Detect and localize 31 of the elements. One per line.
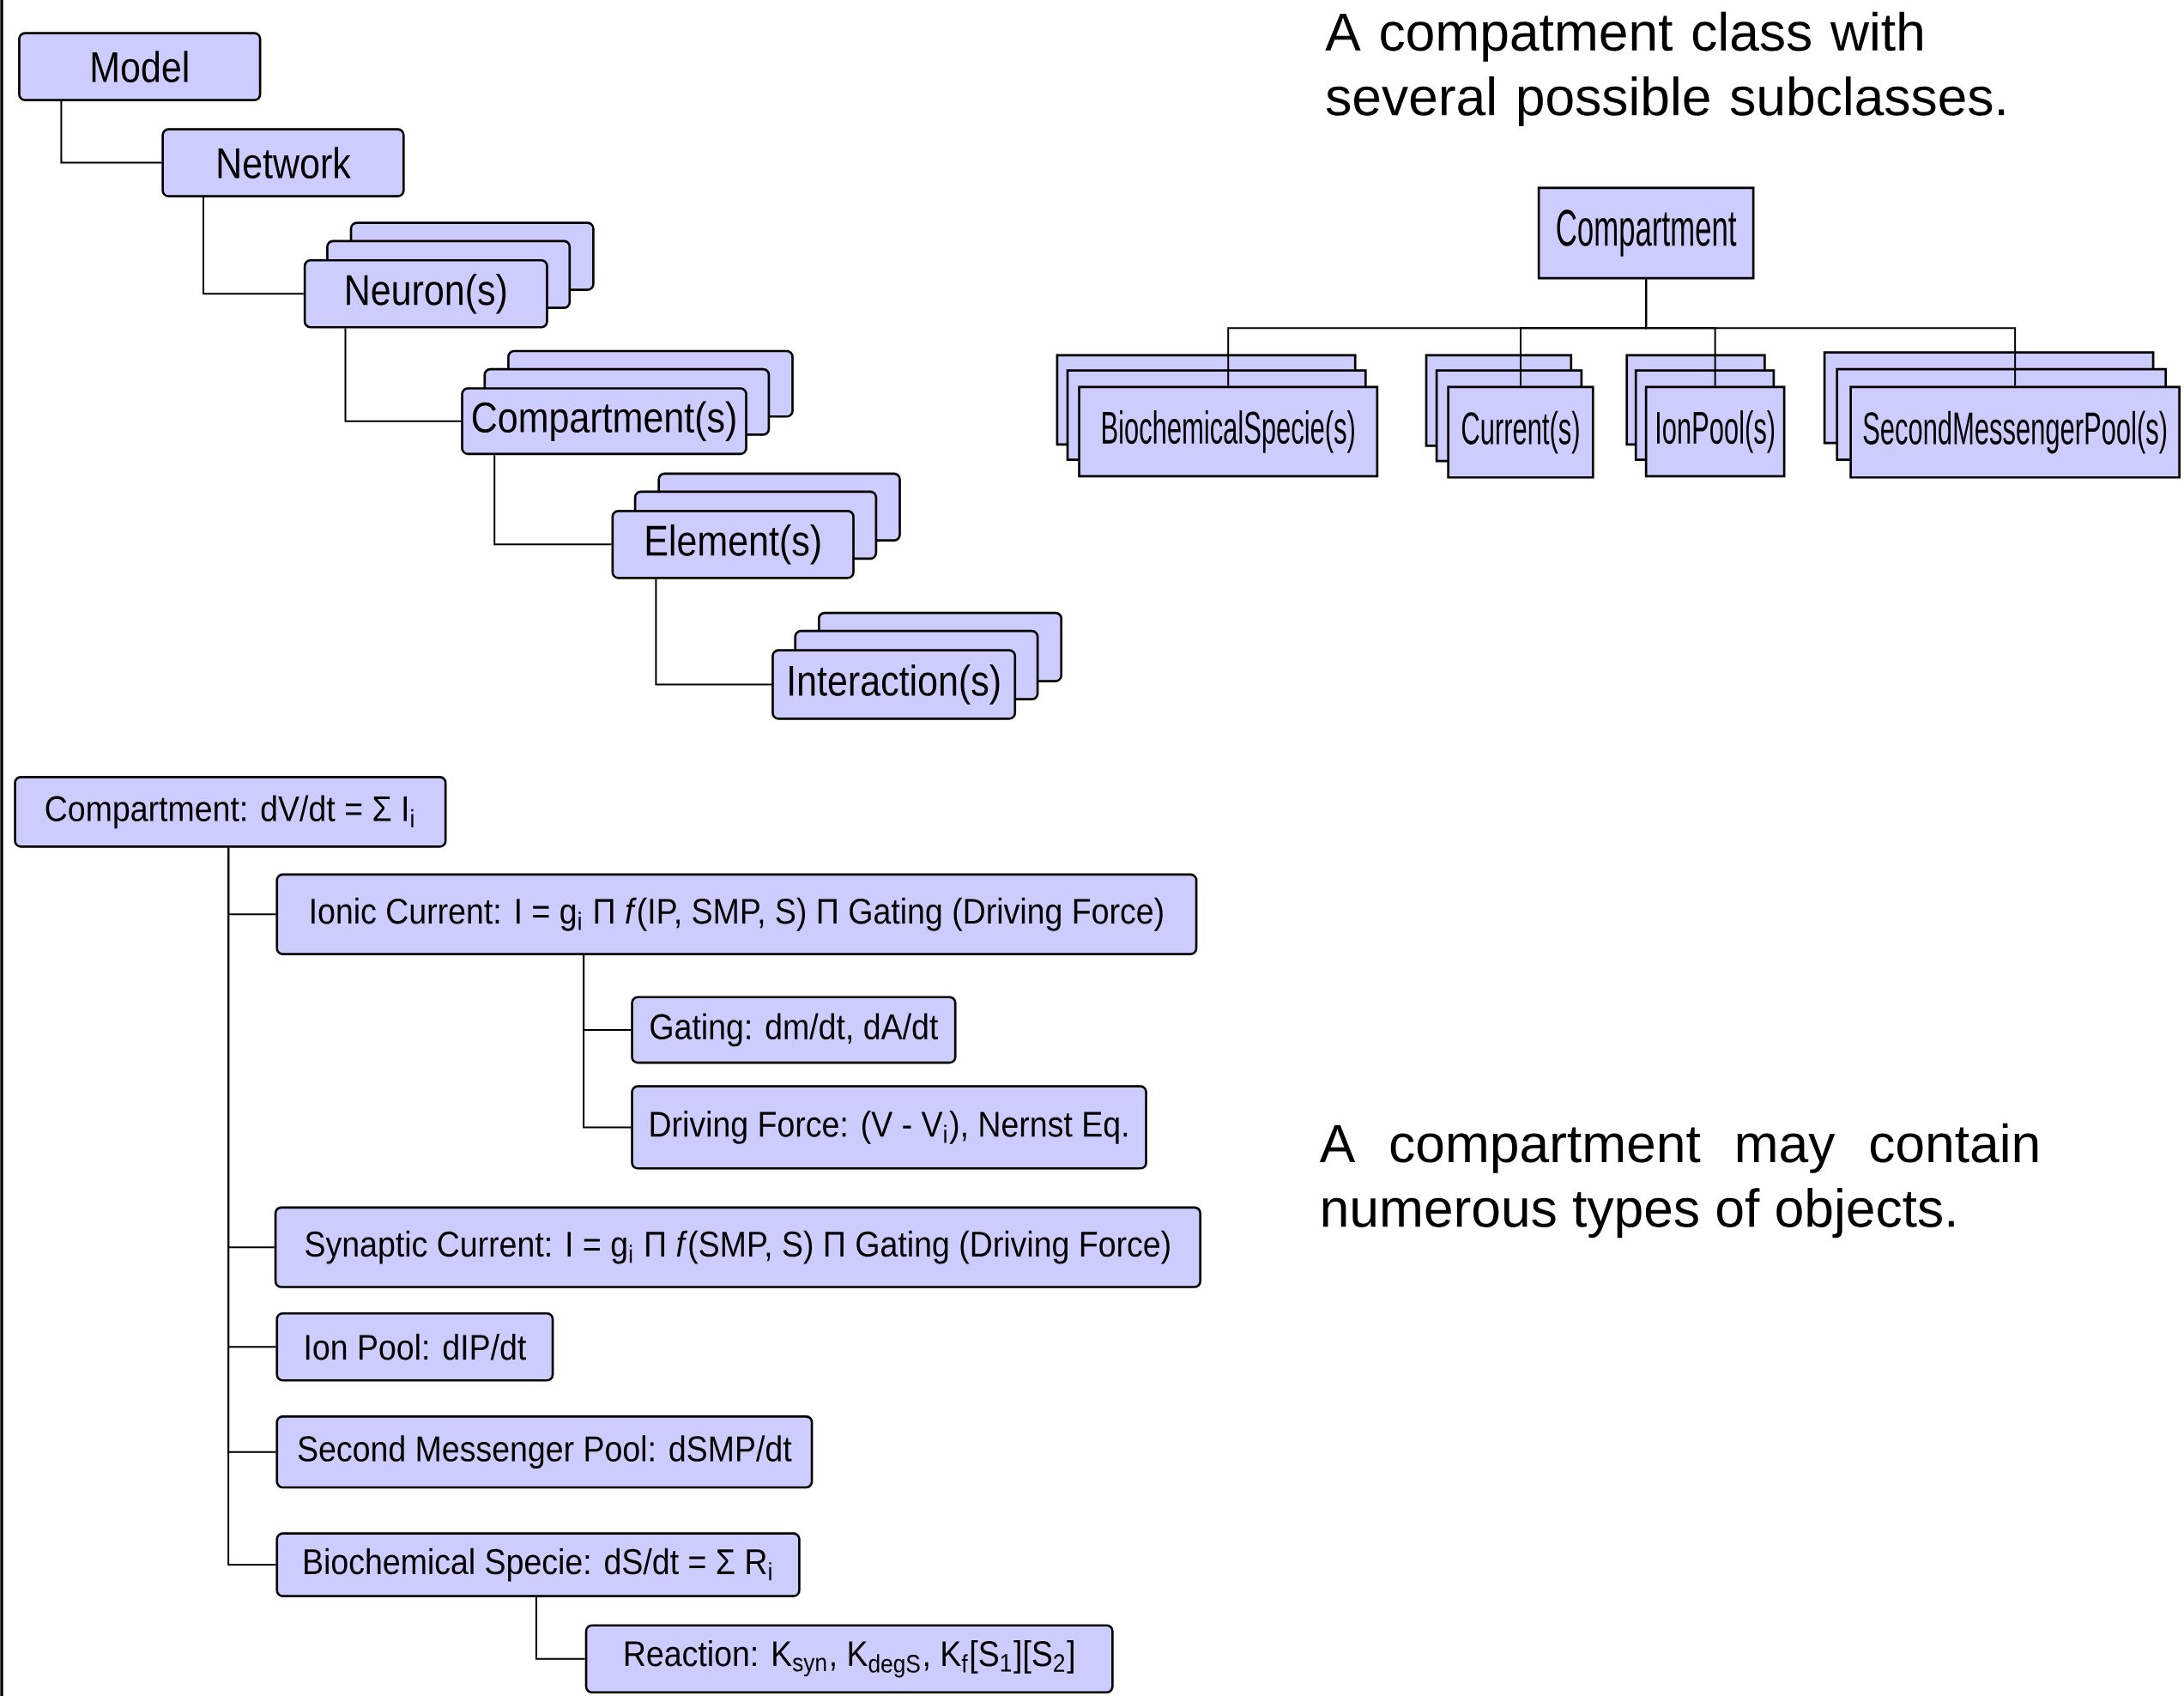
note-text: A compartment may contain numerous types of objects. [1319, 1123, 2038, 1239]
equation-box: Gating: dm/dt, dA/dt [631, 996, 957, 1064]
stacked-box: Neuron(s) [303, 221, 595, 329]
equation-box: Ionic Current: I = g$_{i}$ Π f(IP, SMP, S) Π Gating (Driving Force) [275, 873, 1198, 955]
connector [493, 454, 613, 546]
connector [227, 846, 277, 1566]
equation-box: Compartment: dV/dt = Σ I$_{i}$ [14, 776, 447, 848]
connector [203, 197, 305, 295]
equation-box: Driving Force: (V - V$_{i}$), Nernst Eq. [631, 1085, 1147, 1170]
connector [1645, 278, 2017, 387]
connector [535, 1596, 586, 1660]
equation-box: Second Messenger Pool: dSMP/dt [275, 1415, 814, 1489]
equation-box: Ion Pool: dIP/dt [275, 1311, 554, 1382]
equation-box: Biochemical Specie: dS/dt = Σ R$_{i}$ [275, 1532, 801, 1597]
connector [583, 954, 632, 1129]
stacked-box: Element(s) [611, 472, 901, 579]
class-box: Compartment [1537, 186, 1755, 280]
equation-box: Synaptic Current: I = g$_{i}$ Π f(SMP, S) Π Gating (Driving Force) [274, 1206, 1202, 1288]
connector [344, 327, 463, 422]
stacked-box: IonPool(s) [1625, 354, 1786, 478]
stacked-box: Compartment(s) [461, 349, 794, 456]
equation-box: Reaction: K$_{syn}$, K$_{degS}$, K$_{f}$[S$_{1}$][S$_{2}$] [584, 1624, 1114, 1694]
connector [60, 100, 163, 164]
stacked-box: Network [161, 128, 405, 197]
stacked-box: SecondMessengerPool(s) [1823, 351, 2181, 479]
stacked-box: Interaction(s) [771, 611, 1063, 720]
connector [655, 578, 773, 686]
stacked-box: BiochemicalSpecie(s) [1056, 354, 1379, 478]
stacked-box: Model [18, 32, 262, 101]
note-text: A compatment class with several possible subclasses. [1325, 11, 2005, 127]
stacked-box: Current(s) [1425, 354, 1594, 479]
